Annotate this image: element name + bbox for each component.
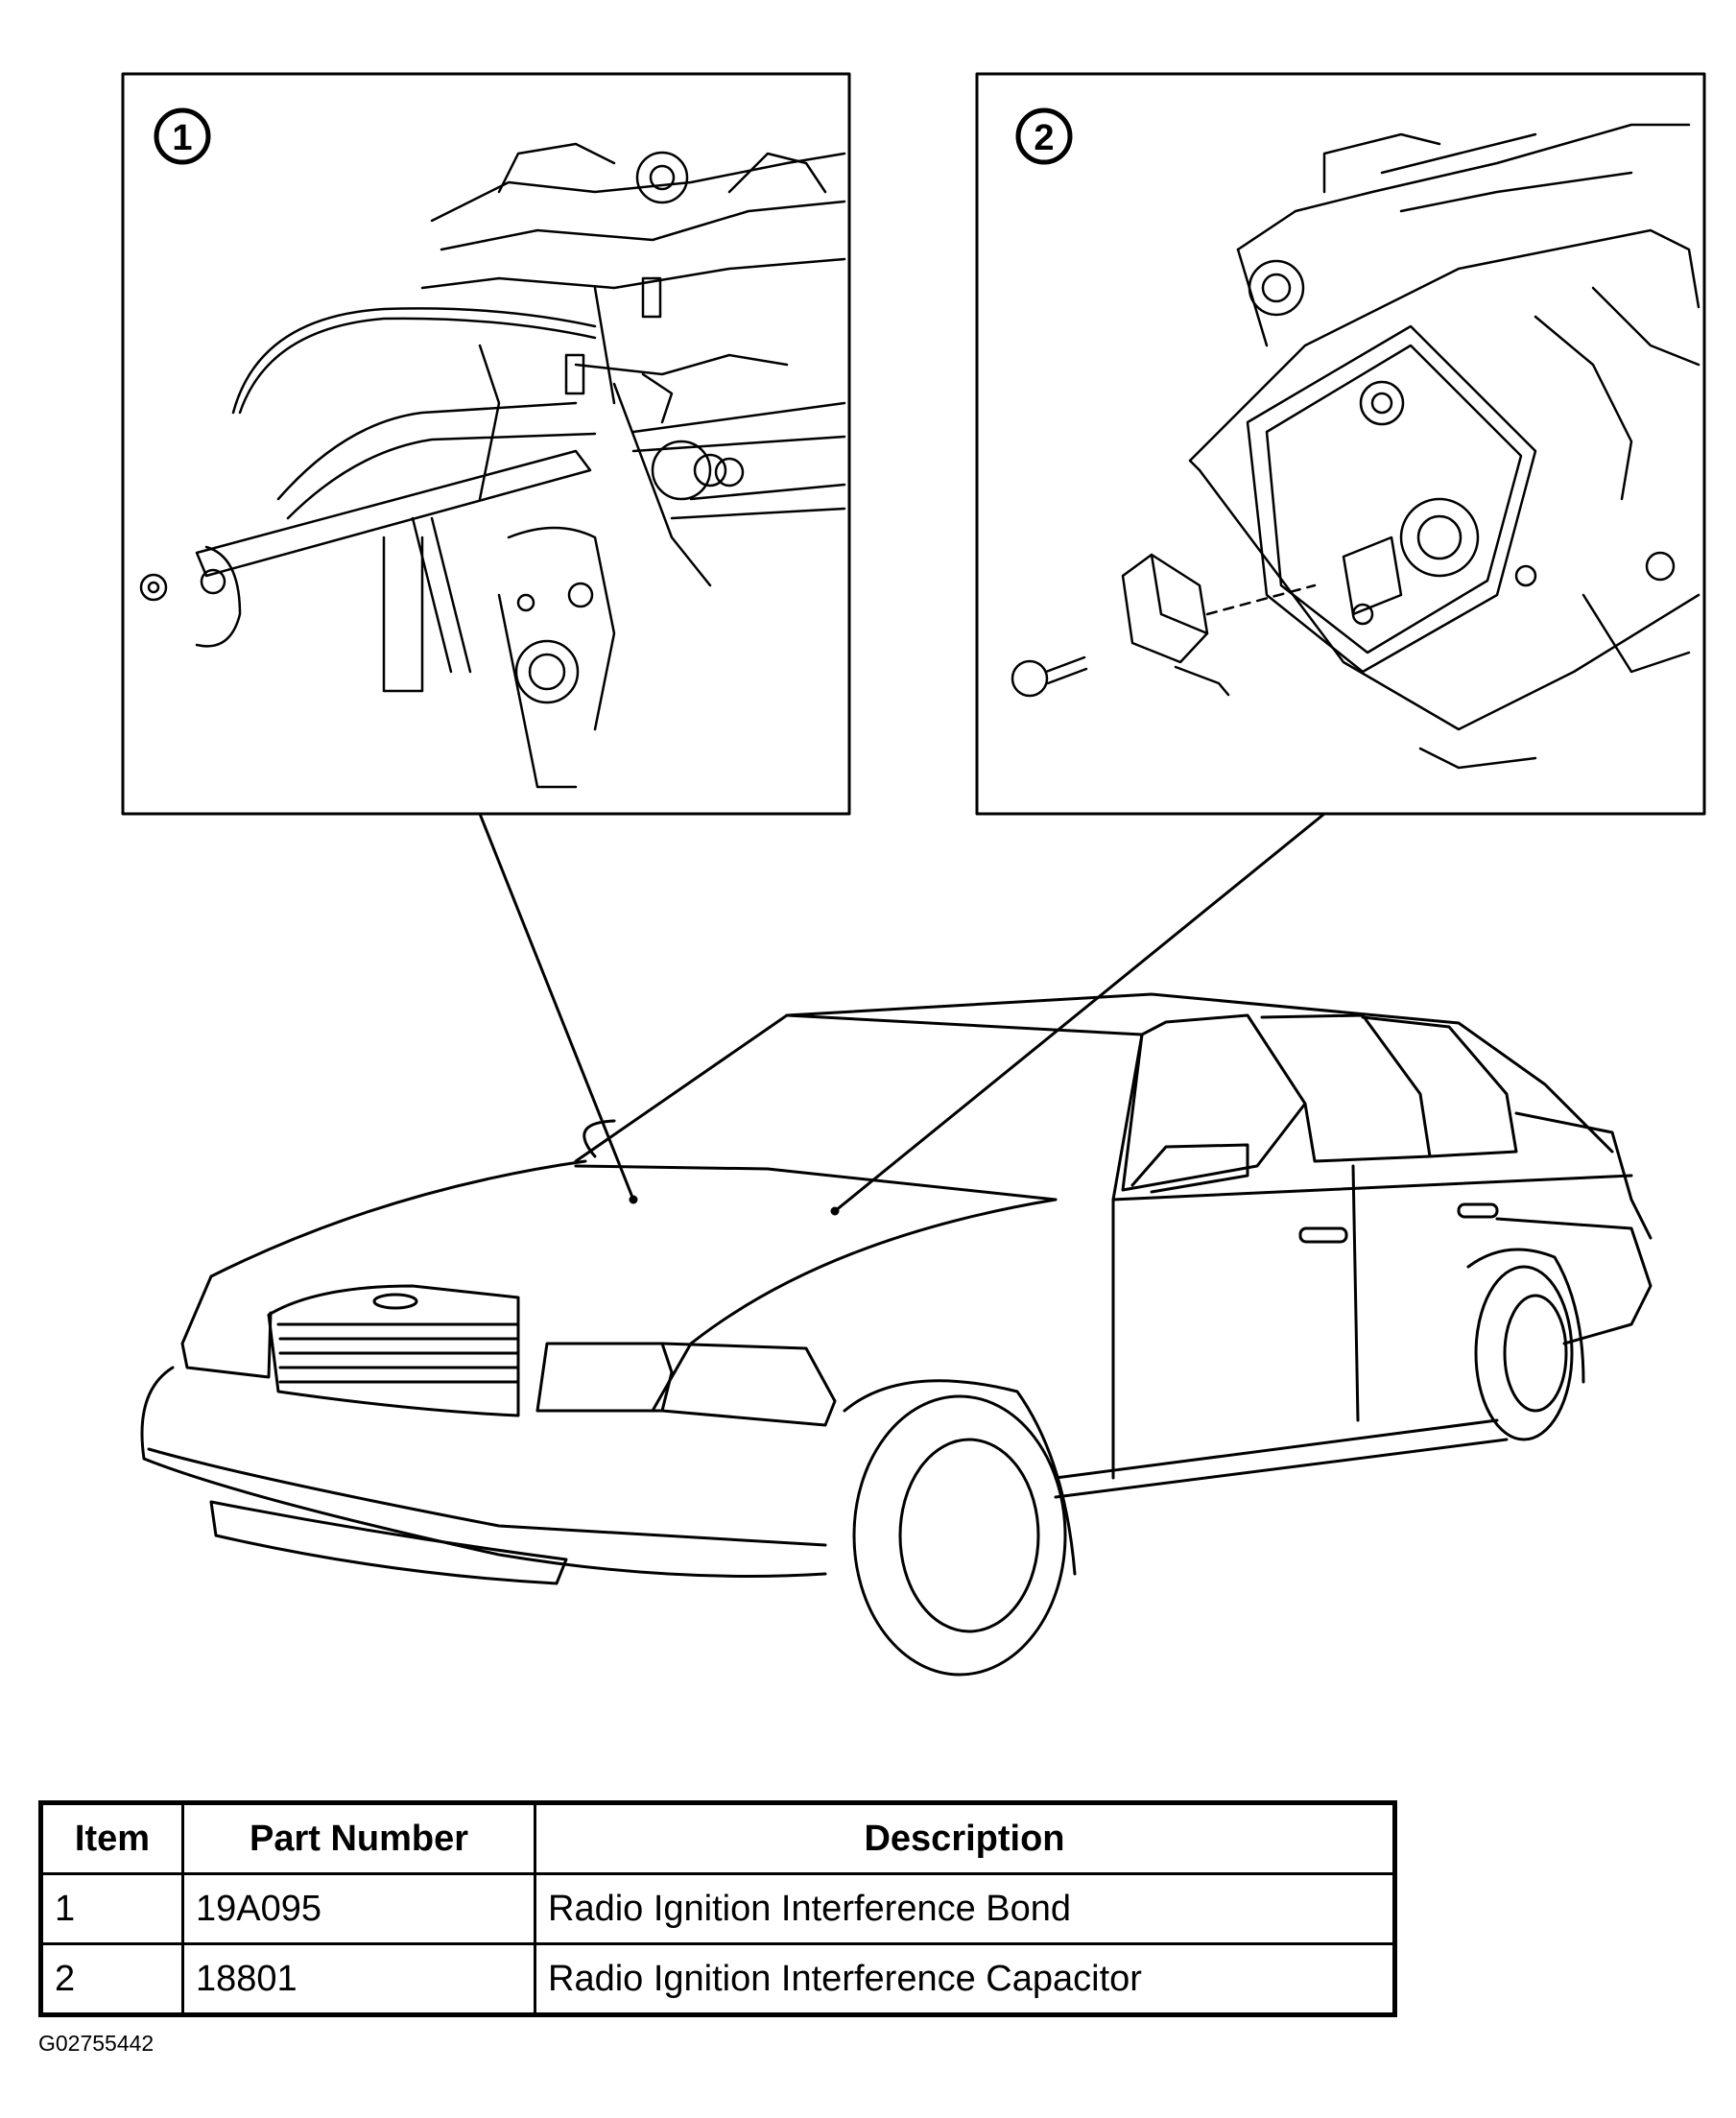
header-description: Description [534,1801,1396,1875]
callout-2-badge: 2 [1015,107,1073,165]
header-item: Item [39,1801,184,1875]
engine-2-drawing [1011,123,1700,770]
callout-1-badge: 1 [154,107,211,165]
header-part-number: Part Number [181,1801,536,1875]
illustration: 1 [121,72,1706,1677]
parts-table: Item Part Number Description 1 19A095 Ra… [38,1800,1397,2017]
callout-2-number: 2 [1034,118,1054,158]
engine-1-drawing [139,142,846,789]
table-header-row: Item Part Number Description [39,1801,1396,1875]
table-row: 2 18801 Radio Ignition Interference Capa… [39,1942,1396,2016]
table-row: 1 19A095 Radio Ignition Interference Bon… [39,1872,1396,1945]
detail-view-2: 2 [975,72,1706,816]
item-cell: 2 [39,1942,184,2016]
description-cell: Radio Ignition Interference Capacitor [534,1942,1396,2016]
item-cell: 1 [39,1872,184,1945]
leader-line-1 [478,812,635,1202]
part-number-cell: 19A095 [181,1872,536,1945]
description-cell: Radio Ignition Interference Bond [534,1872,1396,1945]
figure-id: G02755442 [38,2031,155,2056]
leader-line-2 [833,812,1326,1213]
vehicle-drawing [140,992,1653,1677]
detail-view-1: 1 [121,72,851,816]
part-number-cell: 18801 [181,1942,536,2016]
callout-1-number: 1 [172,118,192,158]
